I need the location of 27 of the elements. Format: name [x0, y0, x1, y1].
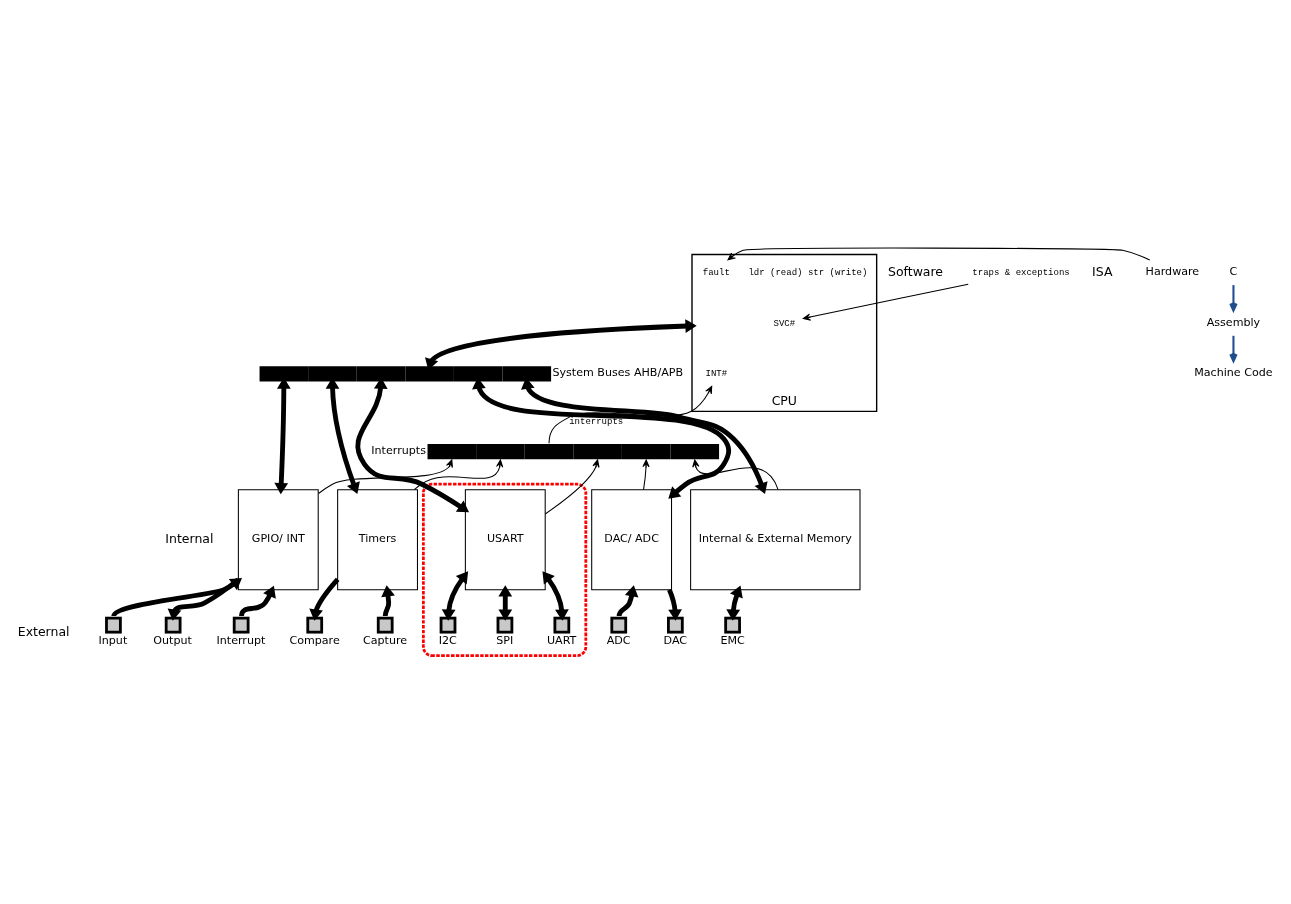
node-label: Interrupts	[371, 443, 426, 457]
node-text: Machine Code	[1194, 365, 1273, 379]
edge-label: interrupts	[569, 415, 624, 427]
node-text: SVC#	[773, 317, 796, 329]
label: External	[17, 623, 70, 639]
node-text: Hardware	[1145, 264, 1200, 278]
node-label: DAC	[663, 633, 688, 647]
node-label: EMC	[720, 633, 745, 647]
node-label: Interrupt	[216, 633, 266, 647]
node-label: Input	[98, 633, 128, 647]
node-text: C	[1229, 264, 1238, 278]
node-text: ldr (read) str (write)	[748, 266, 868, 278]
node-text: INT#	[705, 367, 728, 379]
node-label: I2C	[438, 633, 457, 647]
node-label: UART	[546, 633, 577, 647]
node-label: System Buses AHB/APB	[552, 365, 684, 379]
label: ISA	[1092, 263, 1113, 279]
node-label: Compare	[289, 633, 340, 647]
node-label: SPI	[496, 633, 514, 647]
node-label: Capture	[362, 633, 408, 647]
node-label: Output	[153, 633, 192, 647]
node-text: fault	[702, 266, 730, 278]
node-label: ADC	[606, 633, 631, 647]
node-text: traps & exceptions	[972, 266, 1070, 278]
label: Internal	[165, 530, 214, 546]
label: Software	[888, 263, 944, 279]
node-text: Assembly	[1206, 315, 1261, 329]
